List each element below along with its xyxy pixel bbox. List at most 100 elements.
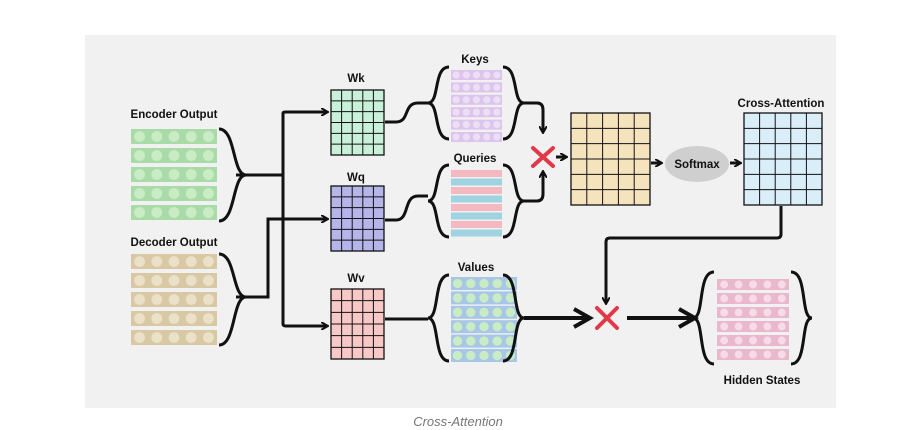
weight-connectors [385, 101, 428, 321]
matrix-cell [483, 83, 491, 91]
encoder-output-label: Encoder Output [131, 109, 218, 121]
matrix-cell [749, 308, 757, 317]
matrix-cell [151, 313, 163, 324]
matrix-cell [472, 83, 481, 91]
matrix-cell [203, 207, 214, 218]
matrix-cell [493, 83, 501, 91]
matrix-cell [479, 307, 489, 317]
matrix-cell [168, 169, 180, 180]
matrix-cell [151, 131, 163, 142]
matrix-cell [749, 322, 757, 331]
matrix-cell [734, 280, 743, 289]
queries-right-brace-icon [502, 163, 525, 239]
matrix-cell [185, 275, 197, 286]
matrix-cell [168, 275, 180, 286]
matrix-cell [472, 108, 481, 116]
matrix-cell [462, 96, 470, 104]
matrix-cell [492, 307, 502, 317]
attention-connector [606, 206, 783, 303]
matrix-cell [493, 108, 501, 116]
matrix-cell [151, 150, 163, 161]
matrix-cell [151, 294, 163, 305]
keys-right-brace-icon [502, 65, 525, 141]
matrix-cell [492, 278, 502, 289]
matrix-cell [466, 278, 476, 289]
matrix-cell [749, 280, 757, 289]
matrix-cell [720, 308, 729, 317]
matrix-cell [763, 322, 772, 331]
matrix-row [451, 178, 502, 186]
matrix-cell [185, 256, 197, 267]
matrix-cell [777, 280, 786, 289]
matrix-cell [483, 133, 491, 141]
matrix-cell [134, 188, 146, 199]
matrix-row [451, 221, 502, 228]
matrix-cell [777, 350, 786, 359]
matrix-row [451, 195, 502, 203]
matrix-cell [452, 96, 460, 104]
matrix-cell [492, 322, 502, 332]
queries-label: Queries [454, 153, 497, 165]
values-label: Values [458, 262, 494, 274]
matrix-cell [452, 278, 463, 289]
matrix-cell [483, 121, 491, 129]
matrix-cell [168, 313, 180, 324]
matrix-cell [492, 350, 502, 361]
matrix-cell [479, 350, 489, 361]
matrix-row [451, 187, 502, 194]
matrix-cell [185, 207, 197, 218]
matrix-cell [462, 121, 470, 129]
keys-matrix [451, 70, 502, 142]
matrix-cell [777, 294, 786, 303]
matrix-cell [203, 188, 214, 199]
matrix-cell [763, 336, 772, 345]
wv-matrix [330, 288, 385, 360]
matrix-cell [493, 71, 501, 79]
matrix-cell [168, 332, 180, 343]
matrix-cell [462, 71, 470, 79]
hidden-right-brace-icon [790, 270, 813, 366]
matrix-cell [168, 131, 180, 142]
matrix-cell [168, 256, 180, 267]
encoder-output-matrix [131, 129, 217, 220]
matrix-cell [493, 121, 501, 129]
keys-left-brace-icon [427, 65, 450, 141]
matrix-cell [479, 293, 489, 303]
matrix-cell [134, 313, 146, 324]
matrix-row [451, 229, 502, 237]
matrix-cell [134, 275, 146, 286]
softmax-label: Softmax [674, 159, 720, 171]
matrix-cell [452, 307, 463, 317]
matrix-cell [134, 256, 146, 267]
matrix-cell [203, 275, 214, 286]
scores-matrix [570, 112, 651, 206]
matrix-cell [720, 322, 729, 331]
matrix-cell [452, 293, 463, 303]
matrix-cell [185, 131, 197, 142]
matrix-cell [472, 121, 481, 129]
matrix-cell [185, 313, 197, 324]
matrix-cell [185, 332, 197, 343]
matrix-cell [763, 308, 772, 317]
matrix-cell [462, 133, 470, 141]
multiply-x-icon [595, 306, 619, 330]
matrix-cell [168, 188, 180, 199]
matrix-cell [749, 336, 757, 345]
matrix-cell [720, 350, 729, 359]
wk-matrix [330, 89, 385, 156]
matrix-cell [203, 150, 214, 161]
matrix-cell [452, 83, 460, 91]
matrix-cell [720, 336, 729, 345]
matrix-cell [452, 71, 460, 79]
values-left-brace-icon [427, 273, 450, 363]
matrix-cell [483, 108, 491, 116]
matrix-cell [452, 121, 460, 129]
matrix-cell [452, 133, 460, 141]
matrix-cell [151, 188, 163, 199]
decoder-output-matrix [131, 254, 217, 345]
matrix-cell [479, 278, 489, 289]
decoder-brace-icon [218, 252, 247, 347]
matrix-cell [151, 207, 163, 218]
matrix-cell [472, 71, 481, 79]
